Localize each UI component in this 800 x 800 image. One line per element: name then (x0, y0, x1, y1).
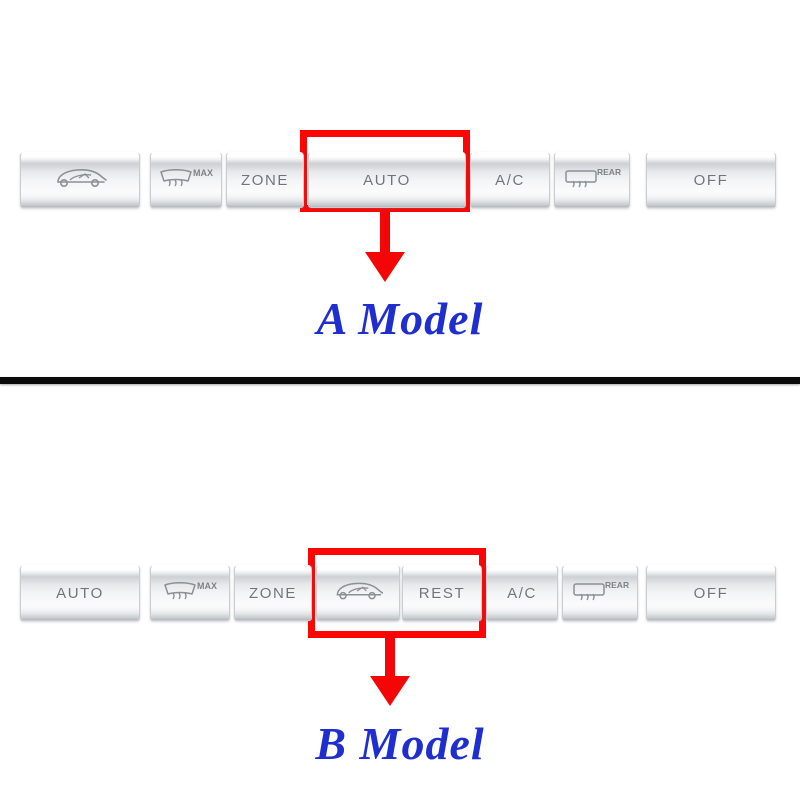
max-label: MAX (197, 581, 217, 591)
button-auto-a[interactable]: AUTO (308, 152, 466, 208)
highlight-arrow-stem-b-model (385, 634, 395, 682)
button-label: A/C (495, 171, 525, 189)
caption-b-model: B Model (315, 718, 485, 769)
rear-label: REAR (605, 580, 629, 590)
rear-label: REAR (597, 167, 621, 177)
button-ac-b[interactable]: A/C (486, 565, 558, 621)
button-label: ZONE (248, 584, 298, 602)
highlight-arrow-stem-a-model (380, 208, 390, 260)
button-recirculation-a[interactable] (20, 152, 140, 208)
button-label: OFF (693, 584, 729, 602)
button-zone-b[interactable]: ZONE (234, 565, 312, 621)
caption-a-model: A Model (316, 293, 484, 344)
windshield-defrost-max-icon: MAX (157, 166, 215, 195)
max-label: MAX (193, 168, 213, 178)
button-label: AUTO (363, 171, 411, 189)
button-recirculation-b[interactable] (316, 565, 400, 621)
button-zone-a[interactable]: ZONE (226, 152, 304, 208)
highlight-arrow-head-a-model (365, 252, 405, 282)
button-label: ZONE (240, 171, 290, 189)
button-ac-a[interactable]: A/C (470, 152, 550, 208)
button-rest-b[interactable]: REST (402, 565, 482, 621)
button-label: OFF (693, 171, 729, 189)
button-off-b[interactable]: OFF (646, 565, 776, 621)
button-label: AUTO (56, 584, 104, 602)
button-off-a[interactable]: OFF (646, 152, 776, 208)
button-label: A/C (507, 584, 537, 602)
rear-window-defrost-icon: REAR (570, 579, 630, 608)
button-max-defrost-a[interactable]: MAX (150, 152, 222, 208)
button-label: REST (418, 584, 466, 602)
button-rear-defrost-b[interactable]: REAR (562, 565, 638, 621)
windshield-defrost-max-icon: MAX (161, 579, 219, 608)
climate-button-strip-b-model: AUTO MAX ZONE (0, 565, 800, 621)
button-auto-b[interactable]: AUTO (20, 565, 140, 621)
climate-button-strip-a-model: MAX ZONE AUTO A/C REAR (0, 152, 800, 208)
car-recirculation-icon (329, 579, 387, 608)
section-divider (0, 377, 800, 384)
car-recirculation-icon (49, 166, 111, 195)
highlight-arrow-head-b-model (370, 676, 410, 706)
button-max-defrost-b[interactable]: MAX (150, 565, 230, 621)
rear-window-defrost-icon: REAR (562, 166, 622, 195)
button-rear-defrost-a[interactable]: REAR (554, 152, 630, 208)
